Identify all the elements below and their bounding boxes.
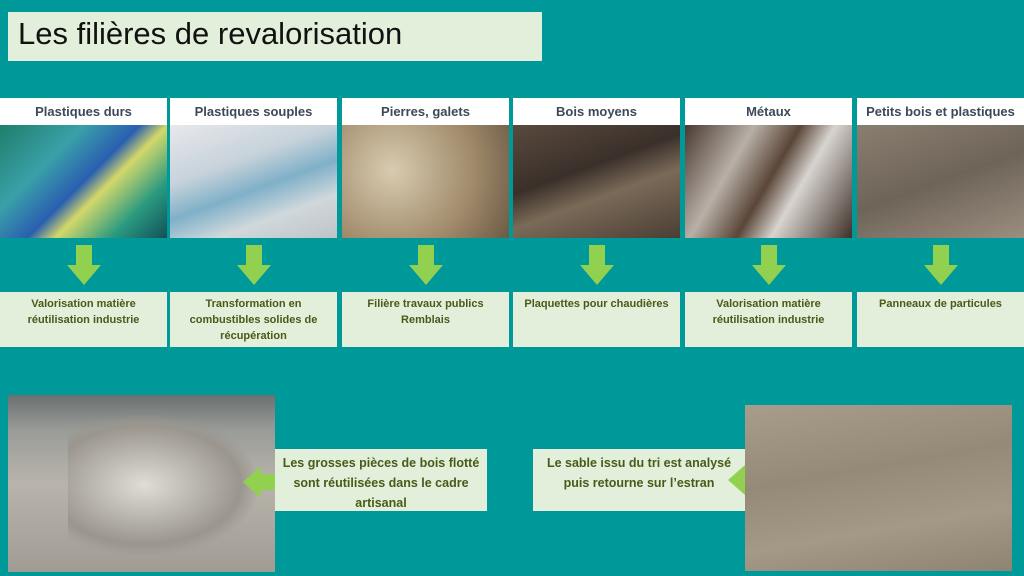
column-header: Pierres, galets (342, 98, 509, 125)
sand-photo (745, 405, 1012, 571)
arrow-down-icon (923, 245, 958, 285)
column-3: Bois moyens Plaquettes pour chaudières (513, 98, 680, 347)
column-2: Pierres, galets Filière travaux publics … (342, 98, 509, 347)
column-5: Petits bois et plastiques Panneaux de pa… (857, 98, 1024, 347)
result-box: Valorisation matière réutilisation indus… (685, 292, 852, 347)
slide-title: Les filières de revalorisation (8, 12, 542, 61)
sand-text: Le sable issu du tri est analysé puis re… (533, 449, 745, 511)
driftwood-text: Les grosses pièces de bois flotté sont r… (275, 449, 487, 511)
column-header: Petits bois et plastiques (857, 98, 1024, 125)
waste-photo (170, 125, 337, 238)
waste-photo (0, 125, 167, 238)
column-header: Plastiques durs (0, 98, 167, 125)
waste-photo (857, 125, 1024, 238)
result-box: Panneaux de particules (857, 292, 1024, 347)
arrow-down-icon (66, 245, 101, 285)
result-box: Valorisation matière réutilisation indus… (0, 292, 167, 347)
column-4: Métaux Valorisation matière réutilisatio… (685, 98, 852, 347)
column-header: Bois moyens (513, 98, 680, 125)
result-box: Plaquettes pour chaudières (513, 292, 680, 347)
arrow-down-icon (236, 245, 271, 285)
waste-photo (342, 125, 509, 238)
waste-photo (685, 125, 852, 238)
column-header: Métaux (685, 98, 852, 125)
arrow-down-icon (751, 245, 786, 285)
column-header: Plastiques souples (170, 98, 337, 125)
result-box: Filière travaux publics Remblais (342, 292, 509, 347)
column-1: Plastiques souples Transformation en com… (170, 98, 337, 347)
driftwood-photo (8, 395, 275, 572)
column-0: Plastiques durs Valorisation matière réu… (0, 98, 167, 347)
arrow-down-icon (579, 245, 614, 285)
arrow-down-icon (408, 245, 443, 285)
waste-photo (513, 125, 680, 238)
result-box: Transformation en combustibles solides d… (170, 292, 337, 347)
